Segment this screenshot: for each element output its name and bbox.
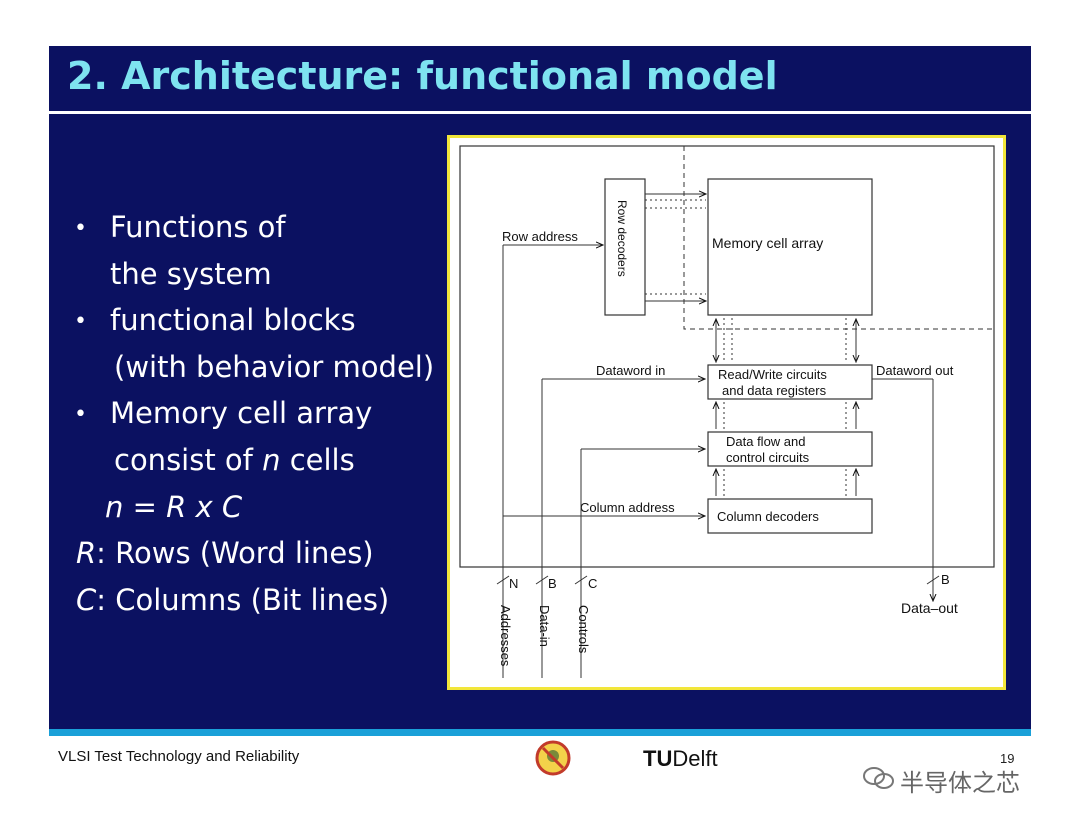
bullet-dot: • [74, 216, 87, 241]
system-boundary [459, 145, 995, 568]
controls-label: Controls [576, 605, 591, 654]
data-flow-label-1: Data flow and [726, 434, 806, 449]
bullet-3-line-1: Memory cell array [110, 396, 373, 430]
text: : Columns (Bit lines) [96, 583, 390, 617]
slide-title: 2. Architecture: functional model [67, 54, 778, 98]
wechat-icon [863, 767, 894, 789]
memory-cell-array-block [707, 178, 873, 316]
bullet-2-line-2: (with behavior model) [114, 350, 435, 384]
logo-delft: Delft [672, 746, 718, 771]
bus-width-n: N [509, 576, 518, 591]
bullet-dot: • [74, 402, 87, 427]
data-out-label: Data–out [901, 600, 958, 616]
text: cells [280, 443, 355, 477]
bus-width-b: B [548, 576, 557, 591]
bus-width-c: C [588, 576, 597, 591]
logo-tu: TU [643, 746, 673, 771]
bus-width-b-out: B [941, 572, 950, 587]
page-number: 19 [1000, 751, 1015, 766]
data-flow-block [707, 431, 873, 467]
row-address-label: Row address [502, 229, 578, 244]
data-flow-label-2: control circuits [726, 450, 810, 465]
text: consist of [114, 443, 263, 477]
bullet-1-line-1: Functions of [110, 210, 286, 244]
row-decoders-block [604, 178, 646, 316]
bullet-2-line-1: functional blocks [110, 303, 356, 337]
university-seal-icon [535, 740, 571, 776]
columns-definition: C: Columns (Bit lines) [76, 583, 389, 617]
read-write-label-2: and data registers [722, 383, 827, 398]
column-address-label: Column address [580, 500, 675, 515]
memory-cell-array-label: Memory cell array [712, 235, 823, 251]
dataword-in-label: Dataword in [596, 363, 665, 378]
footer-band [49, 729, 1031, 736]
watermark-text: 半导体之芯 [900, 769, 1020, 797]
text: : Rows (Word lines) [96, 536, 374, 570]
equation: n = R x C [105, 490, 243, 524]
bullet-dot: • [74, 309, 87, 334]
data-in-label: Data-in [537, 605, 552, 647]
column-decoders-block [707, 498, 873, 534]
variable-c: C [76, 583, 97, 617]
footer-course-title: VLSI Test Technology and Reliability [58, 748, 300, 765]
read-write-block [707, 364, 873, 400]
column-decoders-label: Column decoders [717, 509, 819, 524]
bullet-3-line-2: consist of n cells [114, 443, 355, 477]
memory-region-boundary [683, 146, 994, 330]
title-divider [49, 111, 1031, 114]
bullet-1-line-2: the system [110, 257, 272, 291]
rows-definition: R: Rows (Word lines) [76, 536, 374, 570]
tudelft-logo: TUDelft [643, 746, 718, 772]
addresses-label: Addresses [498, 605, 513, 667]
diagram-frame: Row decoders Memory cell array Row addre… [447, 135, 1006, 690]
read-write-label-1: Read/Write circuits [718, 367, 827, 382]
functional-model-diagram: Row decoders Memory cell array Row addre… [459, 145, 995, 678]
row-decoders-label: Row decoders [615, 200, 629, 277]
dataword-out-label: Dataword out [876, 363, 954, 378]
variable-n: n [262, 443, 281, 477]
variable-r: R [76, 536, 97, 570]
